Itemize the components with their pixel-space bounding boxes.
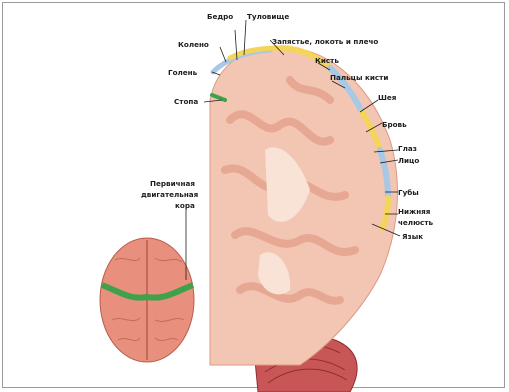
label-primary-2: двигательная xyxy=(141,190,199,199)
label-kist: Кисть xyxy=(315,56,339,65)
label-chelyust: челюсть xyxy=(398,218,433,227)
label-glaz: Глаз xyxy=(398,144,417,153)
coronal-section xyxy=(210,48,397,365)
label-guby: Губы xyxy=(398,188,419,197)
label-bedro: Бедро xyxy=(207,12,233,21)
label-stopa: Стопа xyxy=(174,97,198,106)
label-sheya: Шея xyxy=(378,93,397,102)
label-koleno: Колено xyxy=(178,40,209,49)
brain-top-view xyxy=(100,238,194,362)
label-yazyk: Язык xyxy=(402,232,423,241)
label-primary-3: кора xyxy=(175,201,195,210)
label-brov: Бровь xyxy=(382,120,407,129)
label-nizhnyaya: Нижняя xyxy=(398,207,431,216)
label-zapyastye: Запястье, локоть и плечо xyxy=(272,37,378,46)
label-primary-1: Первичная xyxy=(150,179,195,188)
label-golen: Голень xyxy=(168,68,198,77)
label-litso: Лицо xyxy=(398,156,419,165)
label-tulovishche: Туловище xyxy=(247,12,289,21)
label-paltsy: Пальцы кисти xyxy=(330,73,388,82)
